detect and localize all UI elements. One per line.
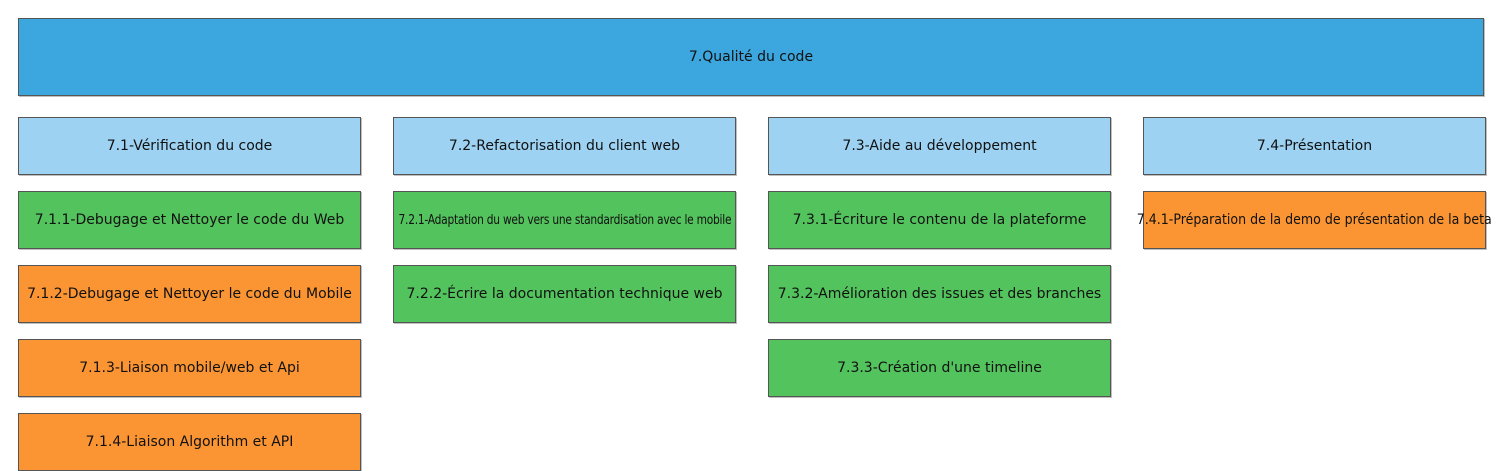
task-label: 7.1.1-Debugage et Nettoyer le code du We… bbox=[34, 212, 345, 228]
task-node-7-3-3: 7.3.3-Création d'une timeline bbox=[768, 339, 1111, 397]
task-node-7-4-1: 7.4.1-Préparation de la demo de présenta… bbox=[1137, 191, 1492, 249]
task-label: 7.3.3-Création d'une timeline bbox=[837, 360, 1042, 376]
root-node: 7.Qualité du code bbox=[18, 18, 1484, 96]
task-label: 7.1.2-Debugage et Nettoyer le code du Mo… bbox=[27, 286, 352, 302]
task-node-7-3-2: 7.3.2-Amélioration des issues et des bra… bbox=[768, 265, 1111, 323]
task-label: 7.2.1-Adaptation du web vers une standar… bbox=[398, 212, 731, 228]
task-label: 7.4.1-Préparation de la demo de présenta… bbox=[1136, 212, 1493, 228]
category-label: 7.2-Refactorisation du client web bbox=[448, 138, 681, 154]
root-label: 7.Qualité du code bbox=[688, 49, 814, 65]
category-label: 7.4-Présentation bbox=[1256, 138, 1373, 154]
task-node-7-2-1: 7.2.1-Adaptation du web vers une standar… bbox=[393, 191, 736, 249]
task-node-7-1-1: 7.1.1-Debugage et Nettoyer le code du We… bbox=[18, 191, 361, 249]
task-label: 7.2.2-Écrire la documentation technique … bbox=[406, 286, 723, 302]
task-label: 7.1.4-Liaison Algorithm et API bbox=[85, 434, 294, 450]
category-node-verification: 7.1-Vérification du code bbox=[18, 117, 361, 175]
task-node-7-2-2: 7.2.2-Écrire la documentation technique … bbox=[393, 265, 736, 323]
category-node-presentation: 7.4-Présentation bbox=[1143, 117, 1486, 175]
task-node-7-1-3: 7.1.3-Liaison mobile/web et Api bbox=[18, 339, 361, 397]
task-label: 7.3.2-Amélioration des issues et des bra… bbox=[777, 286, 1102, 302]
task-label: 7.1.3-Liaison mobile/web et Api bbox=[79, 360, 300, 376]
task-node-7-1-2: 7.1.2-Debugage et Nettoyer le code du Mo… bbox=[18, 265, 361, 323]
task-node-7-1-4: 7.1.4-Liaison Algorithm et API bbox=[18, 413, 361, 471]
category-label: 7.1-Vérification du code bbox=[106, 138, 273, 154]
category-node-aide-developpement: 7.3-Aide au développement bbox=[768, 117, 1111, 175]
category-label: 7.3-Aide au développement bbox=[842, 138, 1037, 154]
task-node-7-3-1: 7.3.1-Écriture le contenu de la platefor… bbox=[768, 191, 1111, 249]
task-label: 7.3.1-Écriture le contenu de la platefor… bbox=[792, 212, 1087, 228]
category-node-refactorisation: 7.2-Refactorisation du client web bbox=[393, 117, 736, 175]
